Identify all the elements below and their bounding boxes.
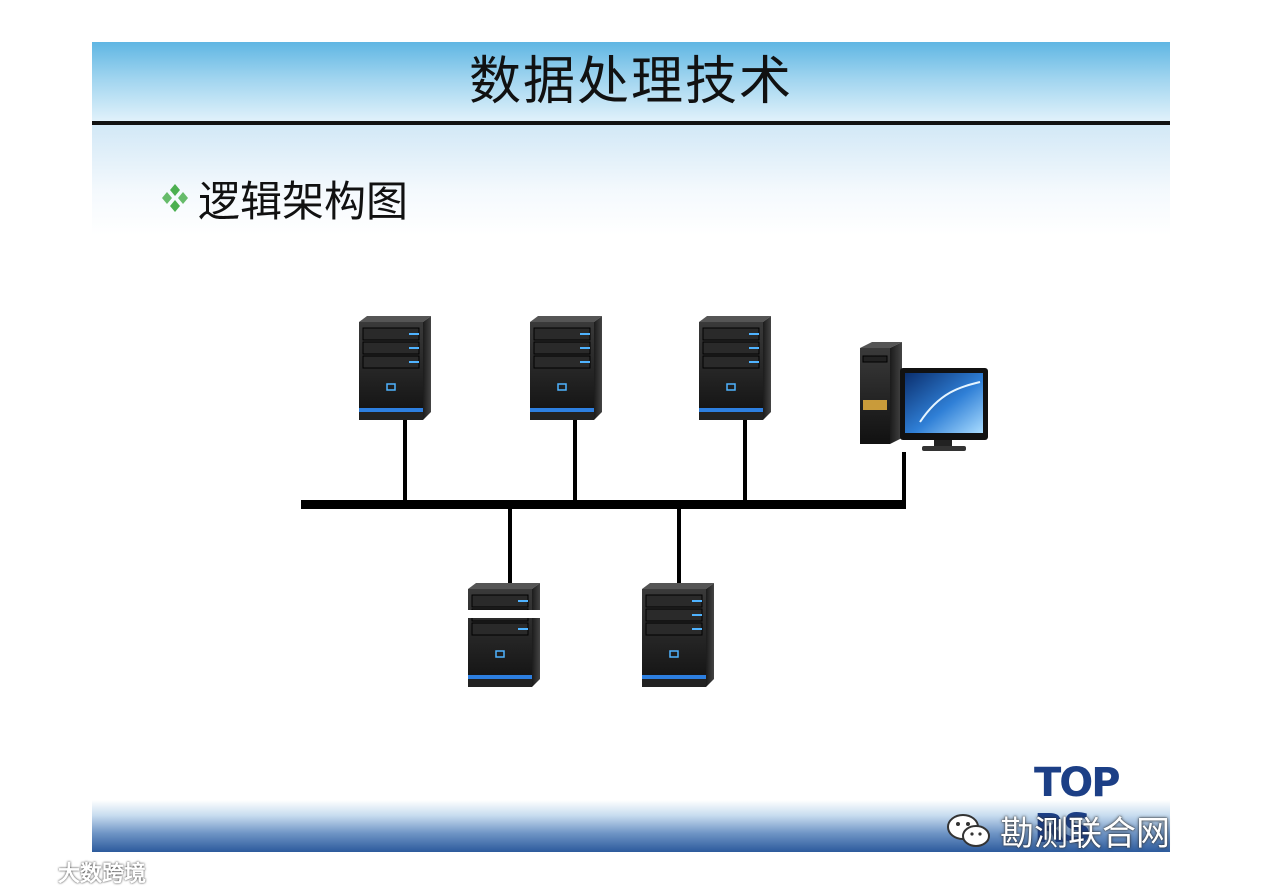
server-icon [467, 582, 541, 688]
server-icon [358, 315, 432, 421]
source-watermark: 大数跨境 [4, 856, 146, 888]
bullet-item: 逻辑架构图 [158, 170, 408, 226]
title-divider [92, 121, 1170, 125]
computer-icon [860, 342, 988, 451]
watermark-text: 大数跨境 [58, 862, 147, 887]
bullet-text: 逻辑架构图 [198, 176, 409, 226]
circle-logo-icon [4, 860, 50, 884]
wechat-watermark: 勘测联合网 [946, 806, 1170, 855]
server-icon [529, 315, 603, 421]
slide-title: 数据处理技术 [468, 52, 793, 112]
wechat-icon [947, 813, 990, 847]
tops-logo: TOP RS [1034, 760, 1121, 852]
network-diagram [301, 315, 988, 688]
server-gap [466, 610, 542, 618]
server-icon [698, 315, 772, 421]
footer-band [92, 800, 1170, 852]
slide: 数据处理技术 逻辑架构图 [92, 42, 1170, 852]
server-icon [641, 582, 715, 688]
title-band [92, 42, 1170, 122]
diamond-bullet-icon [162, 184, 188, 212]
watermark-text: 勘测联合网 [1000, 814, 1170, 854]
title-underglow [92, 125, 1170, 235]
network-bus [301, 500, 906, 509]
